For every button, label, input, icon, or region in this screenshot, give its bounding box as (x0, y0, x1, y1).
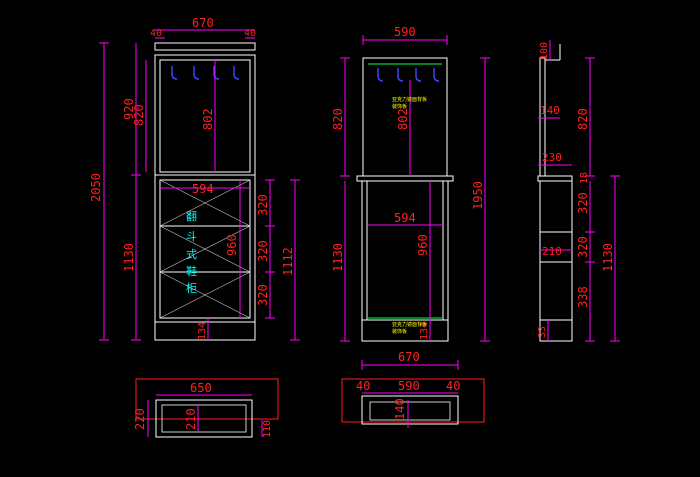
dim-plan-left-depth: 220 (133, 408, 147, 430)
plan-left-inner (161, 404, 247, 433)
dim-profile-320a: 320 (576, 192, 590, 214)
dim-profile-230: 230 (542, 151, 562, 164)
dim-profile-upper: 820 (576, 108, 590, 130)
dim-front-cabinet-width: 594 (192, 182, 214, 196)
dim-front-drawer-inner: 960 (225, 234, 239, 256)
side-hooks (377, 68, 440, 82)
profile-cabinet (539, 180, 573, 342)
plan-right: 670 40 590 40 140 (341, 350, 485, 428)
dim-front-side-left: 40 (150, 28, 162, 39)
plan-right-box (361, 395, 459, 425)
plan-right-outline (341, 378, 485, 423)
dim-plan-right-inner: 590 (398, 379, 420, 393)
hook-icon (377, 68, 384, 82)
dim-side-inner: 960 (416, 234, 430, 256)
profile-dimension-texts: 100 820 140 230 18 320 210 320 338 1130 … (537, 42, 615, 338)
side-note-top-1: 亚克力镜面背板 (392, 96, 427, 103)
dim-front-upper-outer: 920 (122, 98, 136, 120)
plan-left: 650 220 210 110 (133, 378, 279, 438)
hook-icon (433, 68, 440, 82)
hook-icon (415, 68, 422, 82)
front-upper-panel (159, 59, 251, 173)
dim-plan-left-foot: 110 (262, 420, 273, 438)
dim-profile-338: 338 (576, 286, 590, 308)
front-outer-frame (154, 54, 256, 341)
dim-front-width: 670 (192, 16, 214, 30)
side-dimension-lines (340, 35, 490, 342)
dim-front-side-right: 40 (244, 28, 256, 39)
dim-profile-320b: 320 (576, 236, 590, 258)
dim-profile-base: 33 (537, 326, 548, 338)
dim-profile-total: 1130 (601, 243, 615, 272)
front-top-crown (154, 42, 256, 51)
dim-profile-140: 140 (540, 104, 560, 117)
side-notes: 亚克力镜面背板 装饰板 亚克力镜面背板 装饰板 (392, 96, 427, 335)
dim-profile-top: 100 (539, 42, 550, 60)
dim-plan-left-width: 650 (190, 381, 212, 395)
dim-side-total-height: 1950 (471, 181, 485, 210)
dim-side-lower: 1130 (331, 243, 345, 272)
dim-plan-right-side-left: 40 (356, 379, 370, 393)
dim-front-drawer-1: 320 (256, 194, 270, 216)
profile-dimension-lines (538, 40, 620, 342)
dim-front-base: 134 (197, 322, 208, 340)
dim-side-upper: 820 (331, 108, 345, 130)
cabinet-label-char: 式 (186, 248, 197, 261)
side-dimension-texts: 590 820 802 1950 594 1130 960 134 (331, 25, 485, 340)
dim-front-drawer-total: 1112 (281, 247, 295, 276)
dim-profile-18: 18 (579, 172, 590, 184)
dim-side-upper-mid: 802 (396, 108, 410, 130)
dim-side-base: 134 (419, 322, 430, 340)
dim-front-total-height: 2050 (89, 173, 103, 202)
dim-profile-210: 210 (542, 245, 562, 258)
dim-front-drawer-3: 320 (256, 284, 270, 306)
front-cabinet-box (159, 179, 251, 319)
front-cabinet-label: 翻 斗 式 鞋 柜 (186, 209, 197, 295)
hook-icon (171, 66, 178, 80)
dim-plan-right-depth: 140 (393, 398, 407, 420)
cabinet-label-char: 斗 (186, 230, 197, 243)
front-dimension-texts: 670 40 40 2050 920 820 802 594 1130 960 … (89, 16, 295, 340)
plan-left-outline (135, 378, 279, 420)
dim-front-upper-mid: 802 (201, 108, 215, 130)
cabinet-label-char: 鞋 (186, 264, 197, 278)
hook-icon (233, 66, 240, 80)
front-dimension-lines (99, 29, 300, 341)
plan-left-box (155, 399, 253, 438)
dim-front-upper-inner: 820 (132, 104, 146, 126)
cabinet-label-char: 翻 (186, 209, 197, 223)
side-note-top-2: 装饰板 (392, 103, 407, 110)
dim-side-width: 590 (394, 25, 416, 39)
side-note-bottom-1: 亚克力镜面背板 (392, 321, 427, 328)
hook-icon (397, 68, 404, 82)
plan-right-inner (369, 401, 451, 421)
dim-plan-left-inner: 210 (184, 408, 198, 430)
side-view (356, 57, 454, 342)
dim-plan-right-width: 670 (398, 350, 420, 364)
dim-side-cabinet-width: 594 (394, 211, 416, 225)
dim-front-lower: 1130 (122, 243, 136, 272)
front-view (154, 42, 256, 341)
dim-plan-right-side-right: 40 (446, 379, 460, 393)
side-cabinet-box (361, 180, 449, 342)
side-note-bottom-2: 装饰板 (392, 328, 407, 335)
hook-icon (193, 66, 200, 80)
cabinet-label-char: 柜 (186, 282, 197, 295)
dim-front-drawer-2: 320 (256, 240, 270, 262)
profile-view (537, 44, 573, 342)
